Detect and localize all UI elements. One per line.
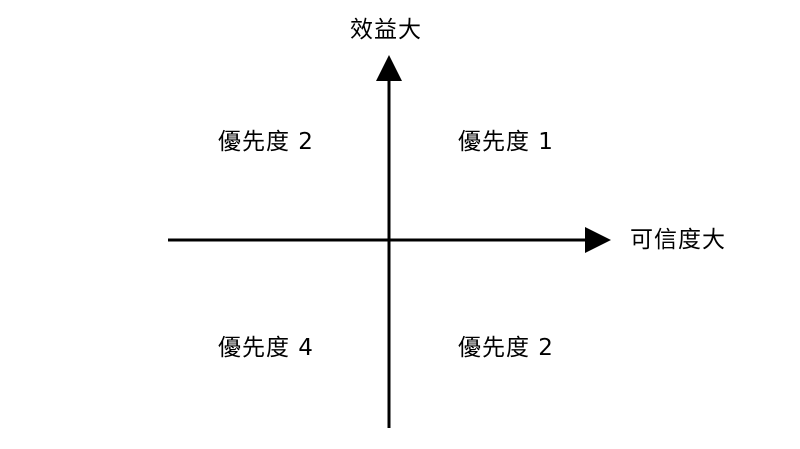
x-axis-label: 可信度大: [630, 227, 726, 253]
quadrant-top-right-label: 優先度 1: [458, 129, 554, 155]
y-axis-label: 效益大: [350, 17, 422, 43]
quadrant-bottom-right-label: 優先度 2: [458, 335, 554, 361]
y-axis-arrowhead: [376, 55, 402, 81]
x-axis-arrowhead: [585, 227, 611, 253]
quadrant-top-left-label: 優先度 2: [218, 129, 314, 155]
quadrant-bottom-left-label: 優先度 4: [218, 335, 314, 361]
